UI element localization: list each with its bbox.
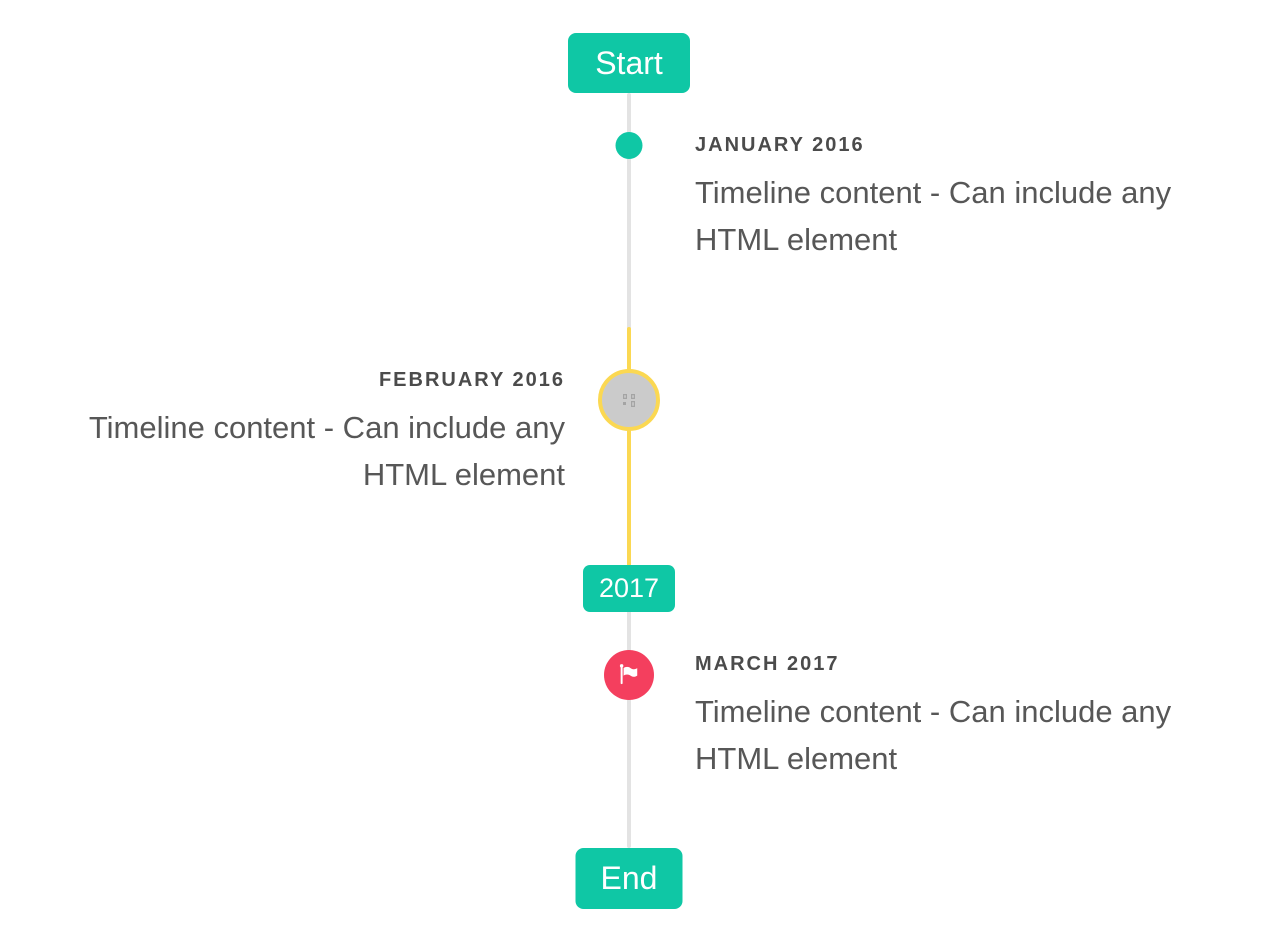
- timeline-item-content: Timeline content - Can include any HTML …: [695, 694, 1172, 776]
- timeline-item-title: FEBRUARY 2016: [378, 369, 565, 391]
- timeline-marker-february-circle: [598, 369, 660, 431]
- timeline-marker-january-dot: [615, 132, 643, 159]
- timeline-line-highlight: [627, 327, 631, 567]
- timeline-item-title: JANUARY 2016: [695, 134, 865, 156]
- timeline-end-badge: End: [575, 848, 683, 909]
- timeline-item-february: FEBRUARY 2016 Timeline content - Can inc…: [35, 369, 565, 498]
- timeline-marker-march-circle: [604, 650, 654, 700]
- timeline-year-badge: 2017: [583, 565, 675, 612]
- timeline-start-badge: Start: [568, 33, 690, 93]
- timeline-item-january: JANUARY 2016 Timeline content - Can incl…: [695, 134, 1225, 263]
- timeline-item-march: MARCH 2017 Timeline content - Can includ…: [695, 653, 1225, 782]
- timeline-item-content: Timeline content - Can include any HTML …: [695, 175, 1172, 257]
- flag-icon: [619, 664, 638, 685]
- broken-image-icon: [623, 394, 635, 407]
- timeline-item-content: Timeline content - Can include any HTML …: [88, 410, 565, 492]
- timeline-item-title: MARCH 2017: [695, 653, 840, 675]
